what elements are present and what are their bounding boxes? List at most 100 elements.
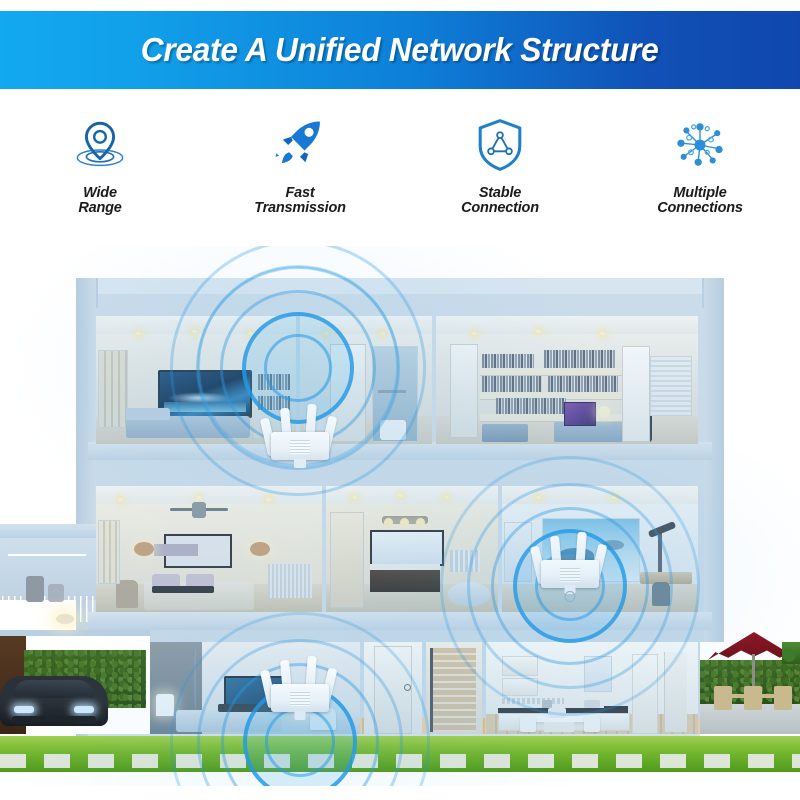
ceiling-light xyxy=(472,332,477,335)
shield-network-icon xyxy=(473,114,527,176)
ceiling-light xyxy=(444,496,449,499)
feature-fast-transmission: Fast Transmission xyxy=(200,100,400,240)
extender-plug xyxy=(564,585,576,594)
house-cutaway-illustration xyxy=(0,246,800,786)
house-roof xyxy=(76,278,724,294)
ceiling-light xyxy=(196,496,201,499)
sliding-door xyxy=(664,652,687,732)
room-ceiling xyxy=(326,486,498,504)
room-ceiling xyxy=(96,486,322,504)
extender-vent xyxy=(290,692,310,706)
feature-multiple-connections: Multiple Connections xyxy=(600,100,800,240)
stair-treads xyxy=(432,648,476,732)
telescope-stand xyxy=(658,532,662,572)
umbrella-pole xyxy=(752,654,755,710)
wall-art-detail xyxy=(154,544,198,556)
cooktop xyxy=(604,706,628,709)
top-floor-slab xyxy=(88,442,712,460)
feature-label: Wide Range xyxy=(78,185,122,216)
feature-wide-range: Wide Range xyxy=(0,100,200,240)
desk-lamp xyxy=(598,406,610,418)
wall-art xyxy=(164,534,232,568)
ceiling-light xyxy=(612,496,617,499)
office-chair xyxy=(632,408,652,442)
kitchen-faucet xyxy=(542,700,552,708)
room-ceiling xyxy=(96,316,296,334)
patio-chair xyxy=(774,686,792,710)
dining-chair xyxy=(520,714,536,732)
wifi-extender-bottom xyxy=(258,642,342,722)
room-wall xyxy=(326,486,498,612)
stepping-stones xyxy=(0,754,800,768)
extender-vent xyxy=(560,568,580,582)
upper-cabinet xyxy=(502,678,538,696)
ceiling-light xyxy=(192,330,197,333)
room-wall xyxy=(486,642,698,734)
room-ceiling xyxy=(300,316,432,334)
feature-label: Fast Transmission xyxy=(254,185,346,216)
bookshelf xyxy=(480,368,622,375)
telescope xyxy=(647,521,677,538)
feature-row: Wide Range Fast Transmission xyxy=(0,100,800,240)
television xyxy=(158,370,252,418)
window-blinds xyxy=(98,520,120,584)
vanity-bulb xyxy=(400,518,409,527)
wall-sconce xyxy=(134,542,154,556)
shower-rail xyxy=(378,390,406,393)
room-floor xyxy=(96,584,322,612)
ceiling-fan-hub xyxy=(192,502,206,518)
room-bathroom-top xyxy=(300,316,432,444)
door-handle xyxy=(404,684,411,691)
vanity-bulb xyxy=(416,518,425,527)
floor-lamp xyxy=(156,694,174,716)
ceiling-light xyxy=(136,332,141,335)
garage-lintel xyxy=(0,630,150,636)
pillow xyxy=(186,574,214,588)
monitor xyxy=(564,402,596,426)
window-blinds xyxy=(98,350,128,428)
location-pin-range-icon xyxy=(71,114,129,176)
balcony-chair xyxy=(26,576,44,602)
kitchen-counter xyxy=(498,708,628,713)
dining-table xyxy=(532,716,586,722)
room-wall xyxy=(426,642,482,734)
status-led xyxy=(564,591,576,602)
staircase xyxy=(426,642,482,734)
books xyxy=(496,398,566,414)
armchair xyxy=(482,424,528,442)
tall-cabinet xyxy=(632,654,658,734)
chair xyxy=(652,582,670,606)
shower-enclosure xyxy=(372,346,418,442)
hallway-door xyxy=(364,642,422,734)
car-headlight xyxy=(74,706,94,713)
vanity-cabinet xyxy=(370,570,440,592)
vanity-bulb xyxy=(384,518,393,527)
feature-label: Stable Connection xyxy=(461,185,539,216)
room-wall xyxy=(96,486,322,612)
ceiling-light xyxy=(398,494,403,497)
interior-door xyxy=(374,646,412,734)
bathroom-mirror xyxy=(370,530,444,566)
wifi-extender-middle xyxy=(528,518,612,602)
desk xyxy=(640,572,692,584)
extender-vent xyxy=(290,440,310,454)
dining-chair xyxy=(584,714,600,732)
ceiling-light xyxy=(352,496,357,499)
books xyxy=(258,374,290,390)
books xyxy=(482,376,542,392)
bed xyxy=(144,582,254,610)
toilet xyxy=(380,420,406,440)
parked-car xyxy=(0,676,108,726)
bookshelf xyxy=(480,392,622,399)
table-centerpiece xyxy=(548,708,566,718)
towel-rail xyxy=(450,550,480,572)
sofa-cushion xyxy=(126,408,170,420)
extender-plug xyxy=(294,711,306,720)
wifi-extender-top xyxy=(258,390,342,470)
bookshelf xyxy=(480,414,622,421)
room-ceiling xyxy=(436,316,698,334)
patio-table xyxy=(728,694,784,698)
vanity-light-bar xyxy=(382,516,428,524)
ceiling-light xyxy=(380,332,385,335)
